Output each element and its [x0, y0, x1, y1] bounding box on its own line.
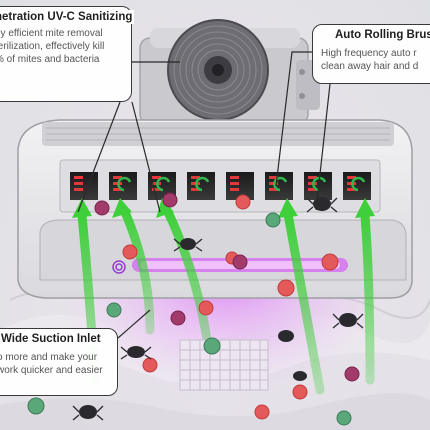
uv-sanitizing-line-3: % of mites and bacteria	[0, 54, 100, 65]
virus-icon	[27, 192, 360, 426]
suction-inlet-callout: Wide Suction Inlet o more and make your …	[0, 328, 118, 396]
suction-inlet-line-1: o more and make your	[0, 352, 98, 363]
rotate-arrow-icons	[117, 176, 366, 192]
uv-sanitizing-line-2: terilization, effectively kill	[0, 41, 105, 52]
uv-sanitizing-title: netration UV-C Sanitizing	[0, 10, 135, 24]
callout-leaders	[77, 51, 331, 339]
device-body	[17, 119, 413, 299]
rolling-brush-line-2: clean away hair and d	[321, 61, 419, 72]
rolling-brush-line-1: High frequency auto r	[321, 48, 417, 59]
rolling-brush-callout: Auto Rolling Brus High frequency auto r …	[312, 24, 430, 84]
spiral-icon	[112, 260, 126, 274]
airflow-arrowheads	[72, 198, 375, 218]
mite-icon	[79, 197, 357, 419]
suction-inlet-title: Wide Suction Inlet	[0, 332, 103, 346]
mite-legs	[72, 197, 364, 421]
rolling-brush-title: Auto Rolling Brus	[333, 28, 430, 42]
bottom-vent	[179, 339, 269, 391]
uv-sanitizing-line-1: ey efficient mite removal	[0, 28, 103, 39]
fan-icon	[167, 19, 269, 121]
suction-inlet-line-2: work quicker and easier	[0, 365, 103, 376]
uv-sanitizing-callout: netration UV-C Sanitizing ey efficient m…	[0, 6, 135, 102]
